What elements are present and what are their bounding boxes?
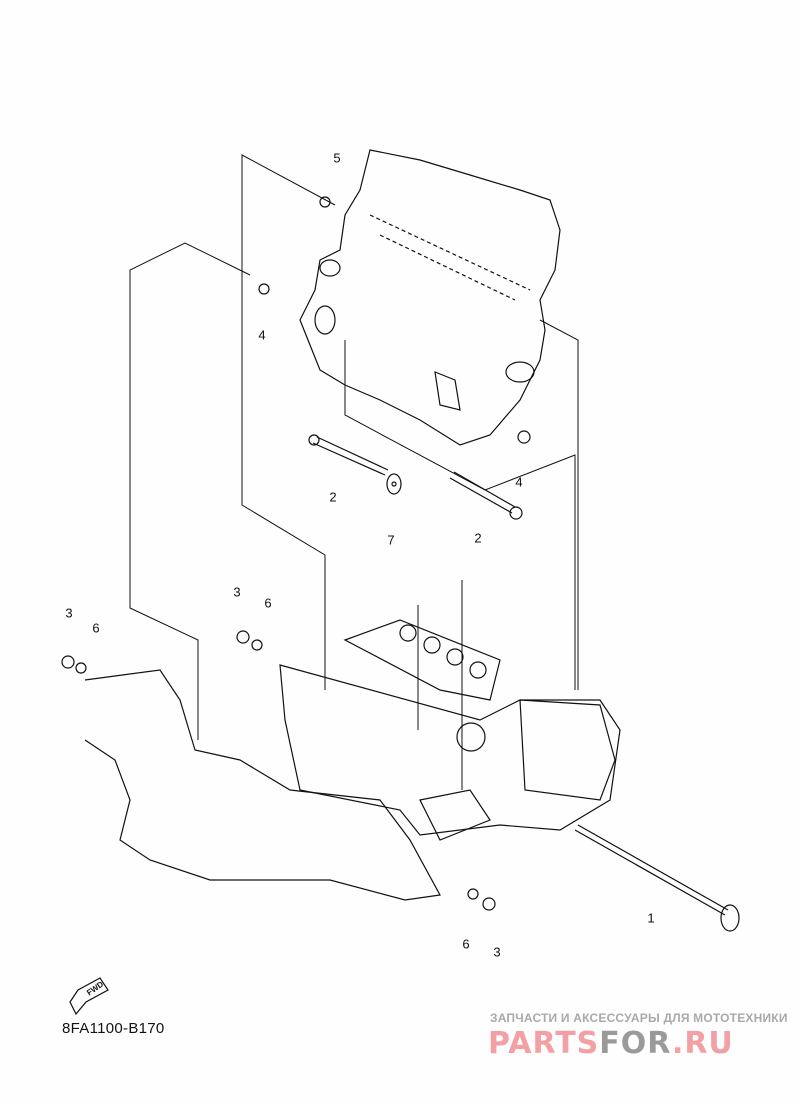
watermark-subtitle: ЗАПЧАСТИ И АКСЕССУАРЫ ДЛЯ МОТОТЕХНИКИ	[490, 1011, 788, 1025]
bolt-2-right	[449, 471, 523, 520]
callout-6: 6	[264, 595, 272, 611]
callout-4: 4	[258, 327, 266, 343]
watermark-brand-1: PARTS	[488, 1026, 600, 1061]
watermark-brand-3: .RU	[671, 1026, 734, 1061]
watermark-brand-2: FOR	[599, 1026, 672, 1061]
callout-6: 6	[462, 936, 470, 952]
bolt-1-long	[574, 824, 740, 932]
callout-3: 3	[233, 584, 241, 600]
callout-3: 3	[493, 944, 501, 960]
frame	[84, 619, 621, 901]
fwd-arrow-icon	[69, 977, 109, 1016]
bolt-2-left	[308, 434, 389, 476]
small-fasteners	[61, 196, 531, 911]
watermark-logo: PARTSFOR.RU	[488, 1026, 734, 1061]
callout-2: 2	[474, 530, 482, 546]
callout-7: 7	[387, 532, 395, 548]
reference-lines	[129, 154, 579, 790]
callout-6: 6	[92, 620, 100, 636]
callout-2: 2	[329, 489, 337, 505]
callout-3: 3	[65, 605, 73, 621]
callout-4: 4	[515, 474, 523, 490]
washer-7	[386, 473, 402, 495]
callout-5: 5	[333, 150, 341, 166]
callout-1: 1	[647, 910, 655, 926]
part-code: 8FA1100-B170	[62, 1020, 165, 1037]
engine-block	[299, 149, 561, 446]
